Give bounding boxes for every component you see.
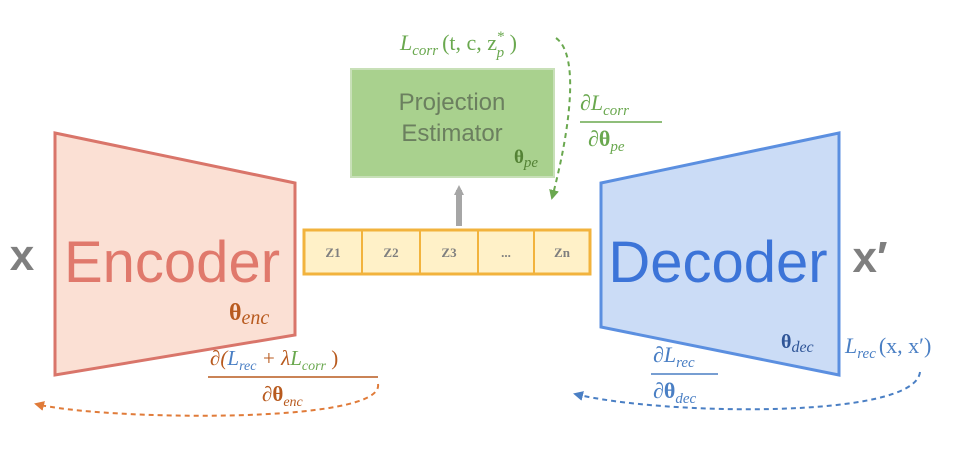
corr-loss-arg-sup: * xyxy=(497,29,505,45)
pe-grad-num: ∂L xyxy=(580,90,603,115)
projection-estimator-label-line1: Projection xyxy=(399,89,506,116)
latent-cell: Zn xyxy=(554,245,571,260)
projection-estimator-label-line2: Estimator xyxy=(401,120,502,147)
projection-estimator-shape xyxy=(350,68,555,178)
enc-grad-den: ∂θ xyxy=(262,382,283,406)
encoder-shape xyxy=(53,131,297,377)
dec-gradient-numerator: ∂Lrec xyxy=(653,342,695,371)
corr-loss-symbol: L xyxy=(399,30,412,55)
encoder-param: θenc xyxy=(229,300,269,329)
projection-estimator-param: θpe xyxy=(514,147,538,171)
decoder-param-subscript: dec xyxy=(791,339,813,356)
dec-grad-den: ∂θ xyxy=(653,378,675,403)
pe-grad-num-sub: corr xyxy=(603,103,629,119)
dec-gradient-denominator: ∂θdec xyxy=(653,378,697,407)
enc-grad-lcorr: L xyxy=(289,346,302,370)
decoder-block: Decoder θdec xyxy=(599,131,841,377)
latent-vector-frame xyxy=(302,228,592,276)
corr-gradient-arrow xyxy=(549,37,572,200)
rec-loss-subscript: rec xyxy=(857,346,876,362)
pe-param-symbol: θ xyxy=(514,147,524,168)
enc-grad-plus: + λ xyxy=(256,346,290,370)
pe-grad-den-sub: pe xyxy=(609,139,625,155)
enc-grad-lcorr-sub: corr xyxy=(302,359,327,374)
enc-gradient-denominator: ∂θenc xyxy=(262,382,304,410)
projection-estimator-block: Projection Estimator θpe xyxy=(350,68,555,178)
rec-loss-label: Lrec(x, x′) xyxy=(844,333,931,362)
decoder-param: θdec xyxy=(781,331,814,356)
encoder-label: Encoder xyxy=(64,230,280,295)
latent-vector: Z1 Z2 Z3 ... Zn xyxy=(302,228,592,276)
rec-gradient-arrow xyxy=(573,371,921,411)
dec-grad-den-sub: dec xyxy=(675,391,696,407)
decoder-shape xyxy=(599,131,841,377)
enc-grad-den-sub: enc xyxy=(283,395,303,410)
rec-loss-symbol: L xyxy=(844,333,857,358)
decoder-label: Decoder xyxy=(608,230,827,295)
enc-grad-lrec: L xyxy=(226,346,239,370)
pe-param-subscript: pe xyxy=(523,155,539,171)
latent-cell: Z1 xyxy=(325,245,340,260)
corr-loss-args-open: (t, c, z xyxy=(442,30,497,55)
enc-gradient-arrow xyxy=(34,383,380,417)
dec-grad-num-sub: rec xyxy=(676,355,695,371)
pe-grad-den: ∂θ xyxy=(588,126,610,151)
enc-gradient-fraction: ∂(Lrec + λLcorr ) ∂θenc xyxy=(208,346,378,410)
decoder-param-symbol: θ xyxy=(781,331,791,353)
output-x-label: x′ xyxy=(852,233,887,282)
latent-cell: Z2 xyxy=(383,245,398,260)
corr-loss-label: Lcorr(t, c, z*p ) xyxy=(399,29,517,61)
pe-gradient-fraction: ∂Lcorr ∂θpe xyxy=(580,90,662,155)
input-x-label: x xyxy=(10,231,35,280)
rec-loss-args: (x, x′) xyxy=(879,333,931,358)
enc-gradient-numerator: ∂(Lrec + λLcorr ) xyxy=(210,346,338,374)
corr-loss-args-close: ) xyxy=(504,30,517,55)
dec-gradient-fraction: ∂Lrec ∂θdec xyxy=(651,342,718,407)
enc-grad-close: ) xyxy=(326,346,338,370)
encoder-block: Encoder θenc xyxy=(53,131,297,377)
corr-loss-subscript: corr xyxy=(412,43,438,59)
latent-cell: Z3 xyxy=(441,245,457,260)
enc-grad-open: ∂( xyxy=(210,346,229,370)
latent-cell: ... xyxy=(501,245,511,260)
pe-gradient-denominator: ∂θpe xyxy=(588,126,625,155)
dec-grad-num: ∂L xyxy=(653,342,676,367)
encoder-param-symbol: θ xyxy=(229,300,242,326)
pe-gradient-numerator: ∂Lcorr xyxy=(580,90,629,119)
corr-loss-arg-sub: p xyxy=(496,45,505,61)
enc-grad-lrec-sub: rec xyxy=(239,359,257,374)
encoder-param-subscript: enc xyxy=(242,307,270,329)
